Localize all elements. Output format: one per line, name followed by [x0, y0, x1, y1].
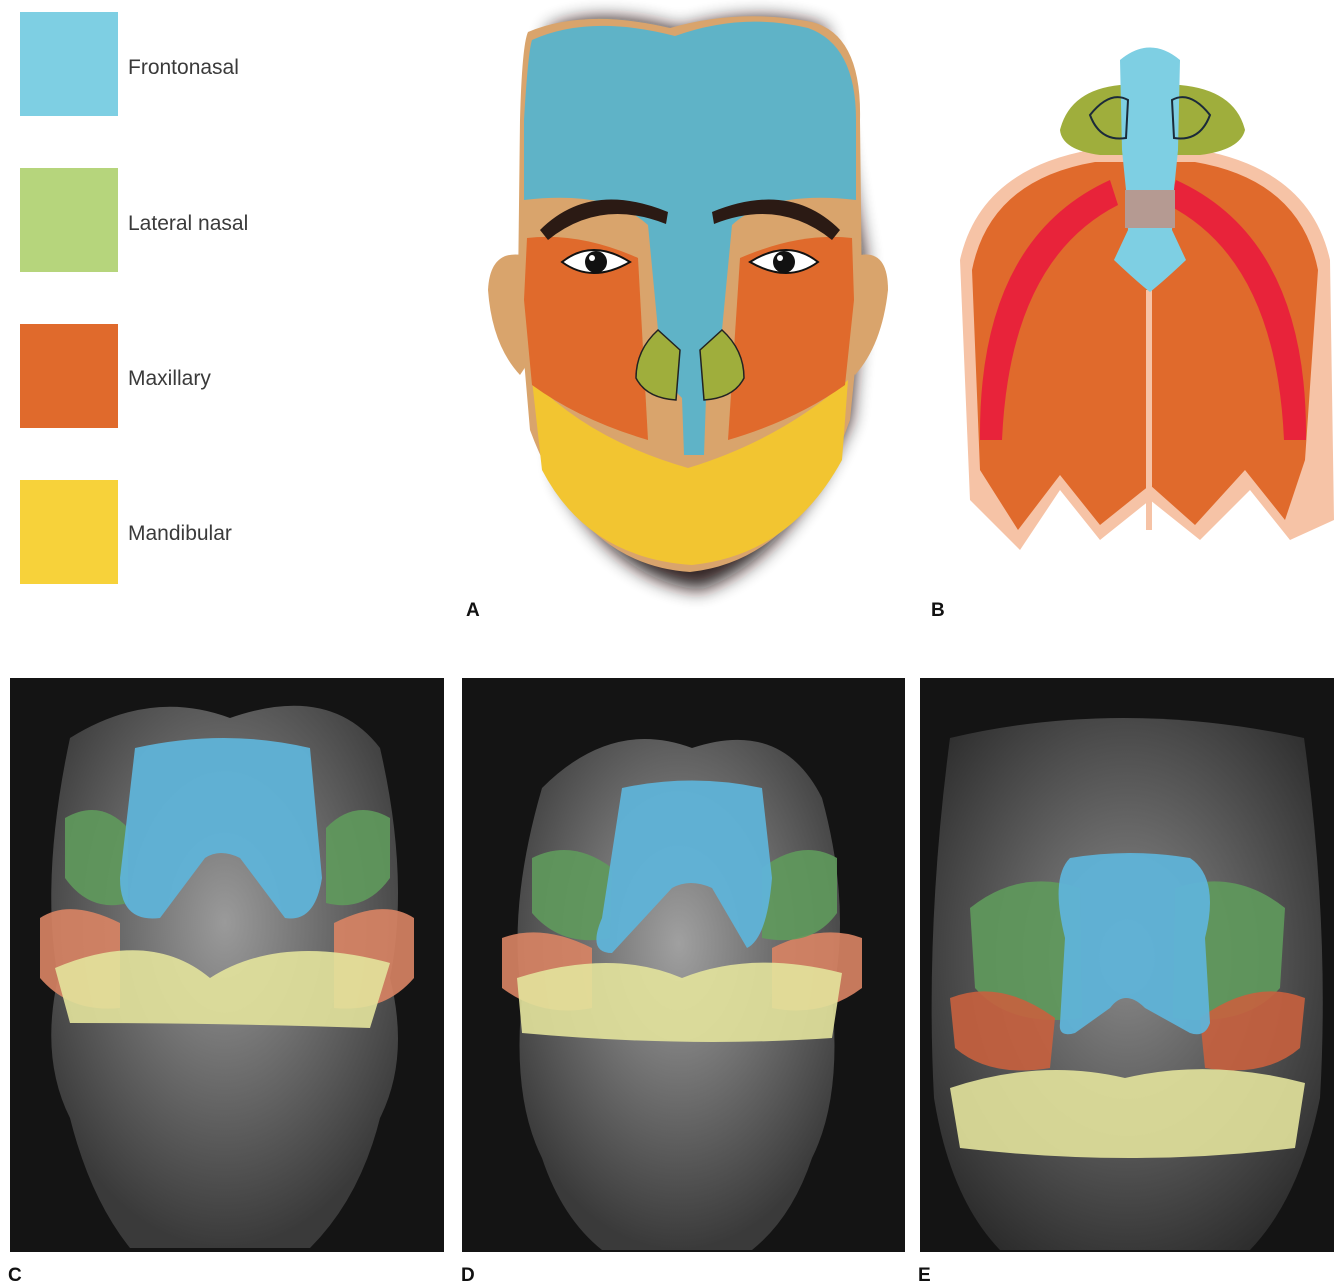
panel-label-a: A [466, 600, 480, 622]
palate-premaxilla-band [1125, 190, 1175, 228]
panel-label-e: E [918, 1265, 931, 1287]
face-illustration [470, 0, 910, 610]
panel-label-c: C [8, 1265, 22, 1287]
legend-label-mandibular: Mandibular [128, 522, 232, 546]
legend-swatch-maxillary [20, 324, 118, 428]
palate-frontonasal [1114, 48, 1186, 293]
panel-label-d: D [461, 1265, 475, 1287]
legend-label-maxillary: Maxillary [128, 367, 211, 391]
legend-swatch-lateral-nasal [20, 168, 118, 272]
palate-midline [1146, 290, 1152, 530]
legend-swatch-frontonasal [20, 12, 118, 116]
embryo-e-mandibular [950, 1069, 1305, 1158]
embryo-photo-c [10, 678, 444, 1252]
panel-label-b: B [931, 600, 945, 622]
legend-label-frontonasal: Frontonasal [128, 56, 239, 80]
embryo-photo-d [462, 678, 905, 1252]
embryo-photo-e [920, 678, 1334, 1252]
legend-label-lateral-nasal: Lateral nasal [128, 212, 248, 236]
legend-swatch-mandibular [20, 480, 118, 584]
palate-illustration [950, 30, 1336, 550]
